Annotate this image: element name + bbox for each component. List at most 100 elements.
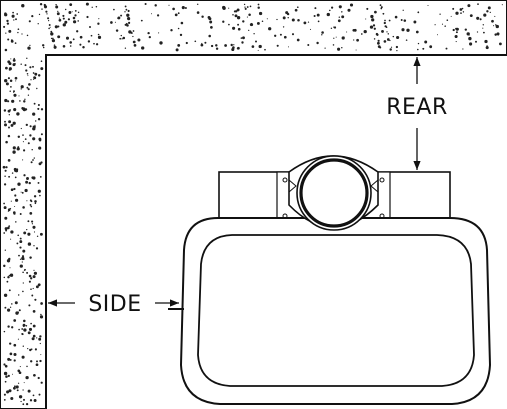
speckle [10, 200, 12, 202]
speckle [132, 35, 134, 38]
speckle [23, 328, 27, 332]
speckle [156, 14, 160, 17]
speckle [3, 109, 7, 112]
speckle [89, 26, 91, 28]
speckle [22, 324, 25, 327]
speckle [71, 11, 73, 13]
speckle [30, 79, 32, 81]
speckle [17, 338, 19, 340]
speckle [30, 288, 32, 291]
speckle [3, 183, 7, 186]
speckle [30, 161, 33, 164]
rear-dimension: REAR [386, 56, 447, 170]
speckle [131, 32, 133, 34]
speckle [355, 49, 357, 51]
speckle [210, 44, 214, 48]
speckle [22, 389, 24, 391]
speckle [32, 125, 35, 128]
speckle [377, 41, 380, 45]
speckle [27, 242, 32, 246]
speckle [333, 26, 337, 29]
speckle [455, 27, 459, 31]
speckle [35, 247, 39, 250]
speckle [34, 124, 36, 126]
speckle [283, 35, 287, 39]
speckle [43, 5, 48, 9]
speckle [46, 13, 48, 15]
speckle [34, 200, 37, 203]
speckle [37, 107, 40, 110]
speckle [266, 18, 268, 20]
speckle [20, 88, 22, 90]
speckle [42, 46, 45, 49]
speckle [49, 26, 51, 28]
speckle [371, 18, 375, 22]
speckle [243, 3, 246, 6]
speckle [307, 43, 310, 47]
speckle [179, 33, 183, 37]
speckle [27, 389, 31, 393]
speckle [57, 10, 59, 13]
flue-collar [288, 155, 379, 231]
speckle [11, 326, 14, 329]
speckle [26, 177, 29, 180]
speckle [125, 22, 128, 25]
speckle [261, 20, 264, 22]
speckle [4, 216, 8, 220]
speckle [25, 402, 29, 406]
speckle [184, 7, 187, 9]
speckle [224, 44, 227, 47]
speckle [12, 150, 16, 154]
speckle [18, 95, 20, 97]
speckle [21, 332, 24, 335]
speckle [32, 324, 36, 328]
speckle [36, 360, 38, 363]
speckle [24, 268, 26, 271]
speckle [97, 22, 100, 25]
speckle [24, 138, 27, 140]
speckle [4, 48, 8, 52]
speckle [396, 35, 400, 40]
speckle [25, 180, 29, 184]
speckle [85, 2, 89, 6]
speckle [185, 41, 188, 45]
speckle [494, 15, 496, 17]
speckle [21, 256, 25, 261]
speckle [196, 3, 199, 6]
speckle [210, 26, 213, 29]
speckle [3, 25, 6, 28]
speckle [22, 271, 24, 274]
speckle [74, 10, 77, 12]
speckle [258, 11, 263, 16]
speckle [4, 249, 6, 251]
speckle [22, 290, 24, 293]
speckle [234, 14, 238, 18]
speckle [7, 308, 11, 312]
speckle [329, 9, 331, 12]
speckle [98, 18, 100, 20]
speckle [7, 100, 10, 103]
speckle [234, 10, 238, 13]
speckle [9, 90, 11, 92]
speckle [466, 32, 470, 36]
speckle [39, 3, 43, 6]
speckle [3, 202, 5, 205]
speckle [5, 32, 7, 34]
speckle [37, 283, 41, 287]
speckle [3, 363, 6, 366]
speckle [9, 342, 12, 345]
speckle [441, 23, 444, 25]
speckle [4, 175, 6, 177]
speckle [370, 14, 374, 19]
speckle [349, 3, 354, 7]
speckle [38, 138, 42, 142]
speckle [4, 306, 7, 309]
speckle [380, 6, 383, 9]
speckle [258, 44, 262, 49]
speckle [154, 4, 157, 7]
speckle [16, 311, 20, 314]
speckle [7, 159, 11, 162]
speckle [232, 14, 234, 16]
speckle [415, 30, 419, 34]
